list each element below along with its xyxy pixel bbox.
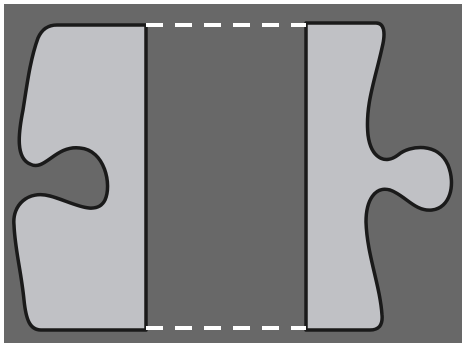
puzzle-gap-illustration <box>0 0 464 347</box>
